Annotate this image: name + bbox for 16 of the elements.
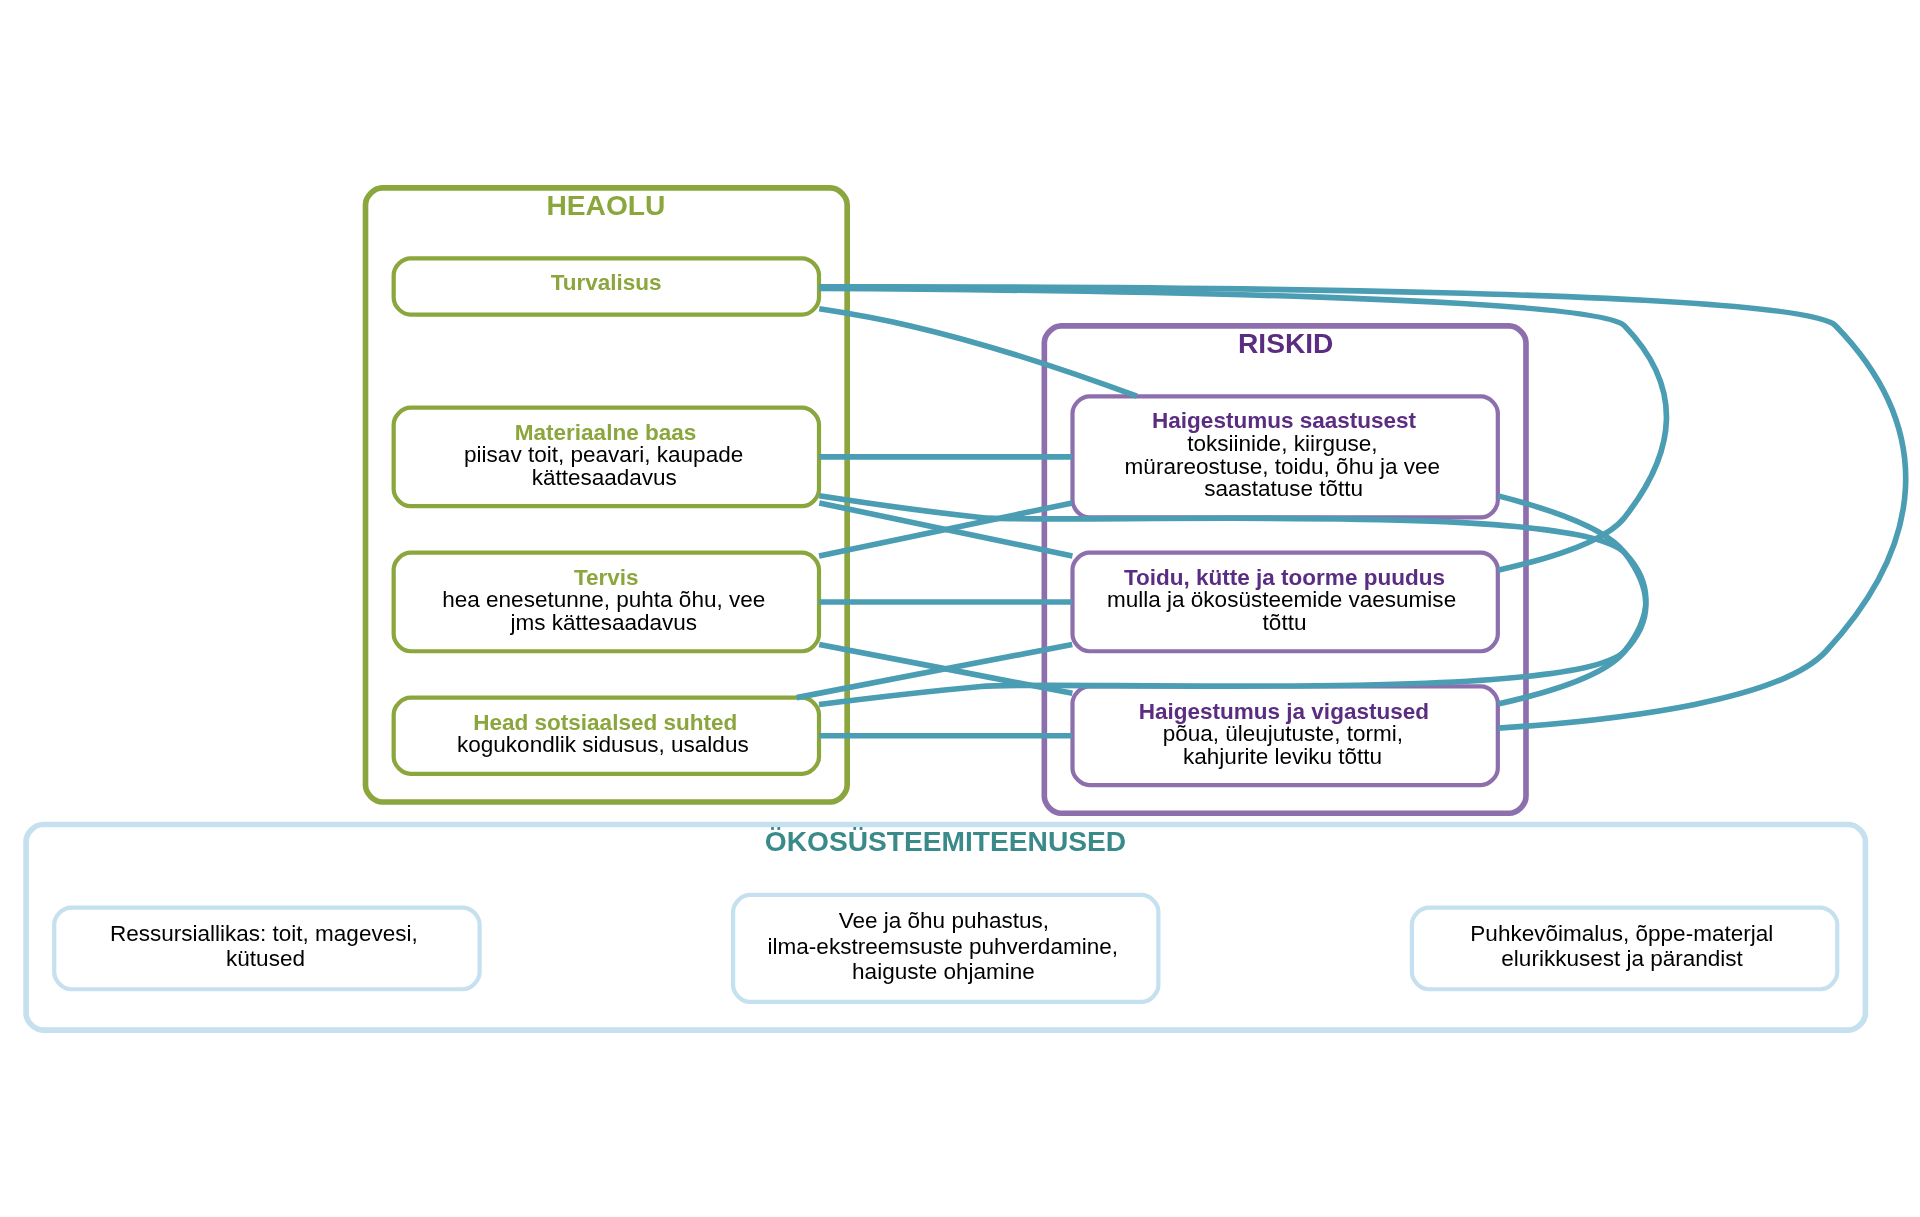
connector — [818, 283, 1908, 731]
node-box: Toidu, kütte ja toorme puudus mulla ja ökosüsteemide vaesumise tõttu — [1069, 550, 1500, 653]
node-box: Puhkevõimalus, õppe-materjal elurikkusest ja pärandist — [1409, 904, 1839, 991]
node-box: Materiaalne baas piisav toit, peavari, kaupade kättesaadavus — [391, 405, 821, 508]
node-box: Haigestumus ja vigastused põua, üleujutuste, tormi, kahjurite leviku tõttu — [1069, 683, 1500, 787]
node-box: Tervis hea enesetunne, puhta õhu, vee jms kättesaadavus — [391, 550, 821, 653]
connector — [818, 305, 1138, 399]
node-box: Vee ja õhu puhastus, ilma-ekstreemsuste puhverdamine, haiguste ohjamine — [730, 892, 1161, 1004]
node-box: Ressursiallikas: toit, magevesi, kütused — [51, 904, 482, 991]
node-box: Haigestumus saastusest toksiinide, kiirguse, mürareostuse, toidu, õhu ja vee saastatuse tõttu — [1069, 393, 1500, 520]
node-box: Head sotsiaalsed suhted kogukondlik sidusus, usaldus — [391, 695, 821, 776]
node-box: Turvalisus — [391, 255, 821, 317]
connector — [818, 499, 1073, 559]
connector — [818, 453, 1072, 460]
connector — [818, 732, 1072, 739]
connector — [818, 598, 1072, 605]
